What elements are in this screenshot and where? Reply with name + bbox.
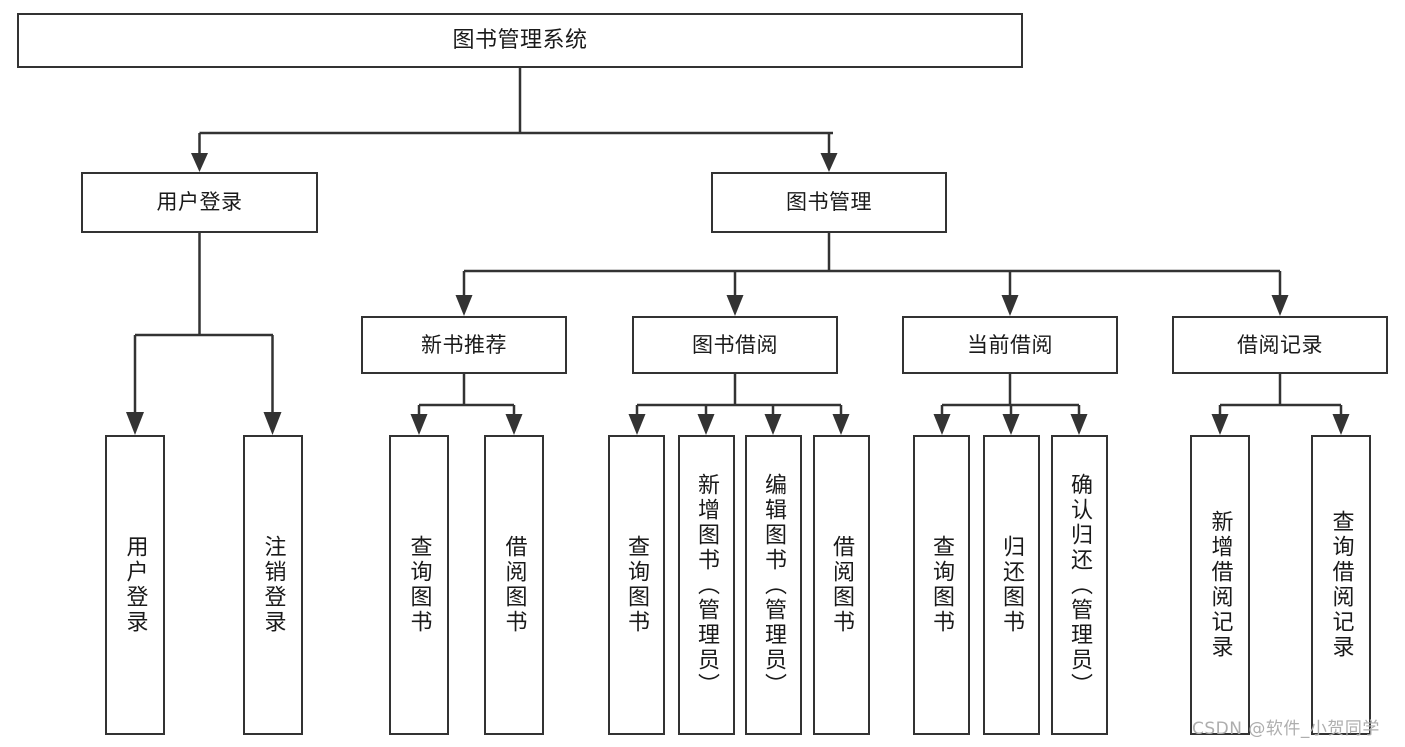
- node-book-management[interactable]: 图书管理: [711, 172, 947, 233]
- leaf-user-login[interactable]: 用户登录: [105, 435, 165, 735]
- node-label: 查询图书: [929, 535, 955, 635]
- leaf-confirm-return-admin[interactable]: 确认归还（管理员）: [1051, 435, 1108, 735]
- leaf-user-logout[interactable]: 注销登录: [243, 435, 303, 735]
- node-user-login[interactable]: 用户登录: [81, 172, 318, 233]
- leaf-add-borrow-record[interactable]: 新增借阅记录: [1190, 435, 1250, 735]
- leaf-query-book-current[interactable]: 查询图书: [913, 435, 970, 735]
- leaf-borrow-book[interactable]: 借阅图书: [813, 435, 870, 735]
- leaf-borrow-book-recommend[interactable]: 借阅图书: [484, 435, 544, 735]
- node-current-borrow[interactable]: 当前借阅: [902, 316, 1118, 374]
- node-new-book-recommend[interactable]: 新书推荐: [361, 316, 567, 374]
- leaf-edit-book-admin[interactable]: 编辑图书（管理员）: [745, 435, 802, 735]
- node-label: 借阅图书: [829, 535, 855, 635]
- node-label: 新增图书（管理员）: [694, 472, 720, 698]
- node-label: 图书借阅: [692, 332, 778, 357]
- node-label: 借阅记录: [1237, 332, 1323, 357]
- leaf-add-book-admin[interactable]: 新增图书（管理员）: [678, 435, 735, 735]
- node-label: 确认归还（管理员）: [1067, 472, 1093, 698]
- node-label: 归还图书: [999, 535, 1025, 635]
- node-label: 借阅图书: [501, 535, 527, 635]
- node-root-system[interactable]: 图书管理系统: [17, 13, 1023, 68]
- node-label: 注销登录: [260, 535, 286, 635]
- node-label: 当前借阅: [967, 332, 1053, 357]
- node-label: 查询图书: [624, 535, 650, 635]
- leaf-return-book[interactable]: 归还图书: [983, 435, 1040, 735]
- node-label: 图书管理: [786, 190, 872, 215]
- leaf-query-book-recommend[interactable]: 查询图书: [389, 435, 449, 735]
- node-label: 新书推荐: [421, 332, 507, 357]
- leaf-query-borrow-record[interactable]: 查询借阅记录: [1311, 435, 1371, 735]
- node-label: 查询图书: [406, 535, 432, 635]
- node-label: 新增借阅记录: [1207, 510, 1233, 660]
- watermark-text: CSDN @软件_小贺同学: [1192, 719, 1380, 739]
- node-label: 编辑图书（管理员）: [761, 472, 787, 698]
- node-label: 用户登录: [122, 535, 148, 635]
- node-book-borrow[interactable]: 图书借阅: [632, 316, 838, 374]
- node-label: 用户登录: [156, 190, 243, 215]
- leaf-query-book-borrow[interactable]: 查询图书: [608, 435, 665, 735]
- node-label: 查询借阅记录: [1328, 510, 1354, 660]
- node-borrow-record[interactable]: 借阅记录: [1172, 316, 1388, 374]
- node-label: 图书管理系统: [452, 27, 588, 53]
